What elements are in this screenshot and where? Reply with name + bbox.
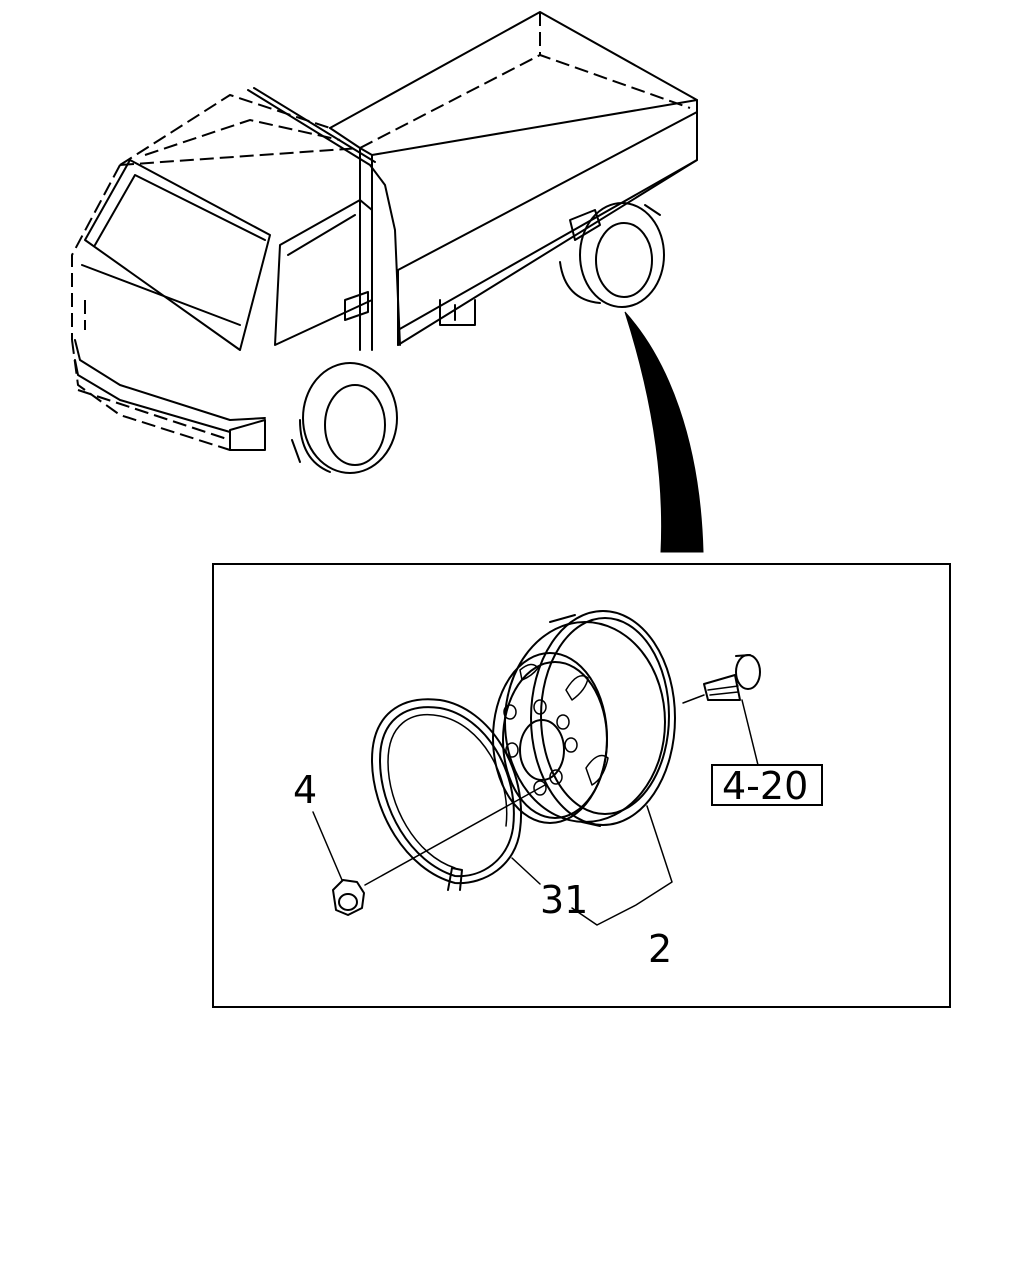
leader-lines [312, 694, 759, 926]
truck-cab [71, 87, 401, 451]
callout-label-wheel: 2 [648, 927, 672, 971]
callout-label-nut: 4 [293, 768, 317, 812]
truck-illustration [71, 11, 698, 474]
rear-wheel [559, 202, 665, 308]
wheel-rim [492, 610, 676, 827]
pointer-arrow [624, 311, 704, 553]
callout-label-ring: 31 [540, 878, 588, 922]
wheel-nut [332, 879, 365, 916]
wheel-stud [703, 654, 761, 701]
callout-reference-box[interactable]: 4-20 [711, 764, 823, 808]
detail-frame [212, 563, 951, 1008]
lock-ring [371, 698, 523, 891]
callout-label-stud-ref: 4-20 [722, 764, 808, 808]
cargo-bed [329, 11, 698, 351]
front-wheel [291, 362, 398, 474]
